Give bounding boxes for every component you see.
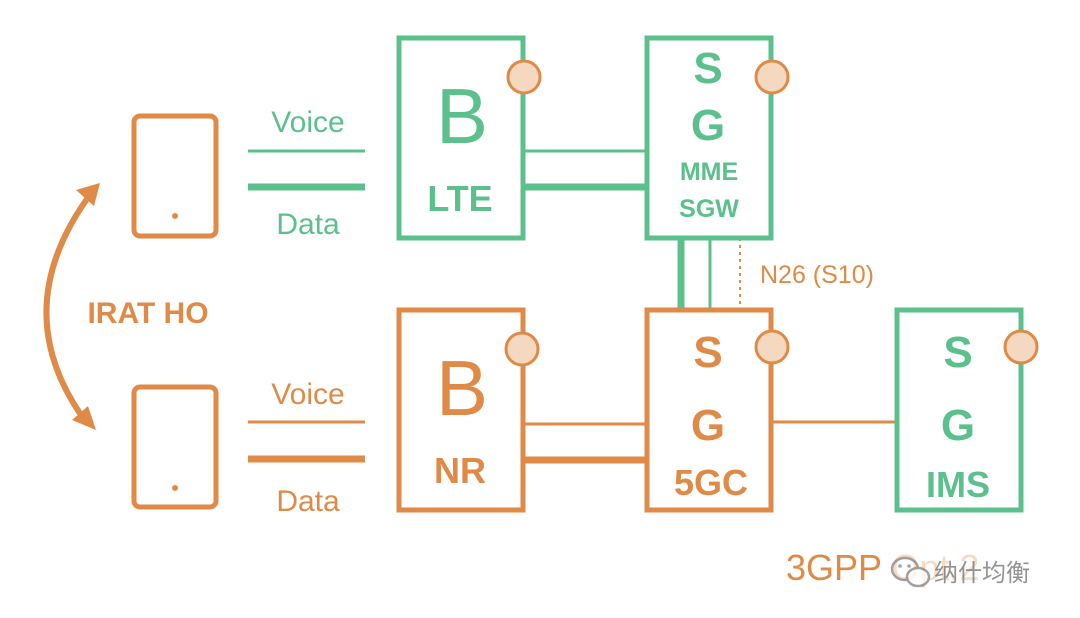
fivegc-s-letter: S	[693, 328, 722, 377]
fivegc-g-letter: G	[691, 401, 725, 450]
watermark-text: 纳什均衡	[934, 559, 1030, 587]
enb-lte-letter: B	[436, 72, 488, 160]
epc-g-letter: G	[691, 101, 725, 150]
enb-lte-label: LTE	[427, 178, 492, 219]
epc-node-circle	[754, 59, 790, 95]
irat-handover-arrow	[43, 183, 100, 430]
ims-label: IMS	[926, 464, 990, 505]
wechat-icon	[890, 556, 931, 588]
ue-bottom-data-label: Data	[276, 485, 340, 518]
ue-device-top	[131, 113, 219, 239]
ue-bottom-voice-label: Voice	[271, 378, 344, 411]
epc-mme-sgw-box	[644, 35, 790, 241]
gnb-nr-letter: B	[436, 344, 488, 432]
ims-g-letter: G	[941, 401, 975, 450]
watermark: 纳什均衡	[884, 553, 1064, 591]
gnb-nr-node-circle	[504, 331, 540, 367]
epc-label-sgw: SGW	[679, 195, 739, 223]
ue-top-data-label: Data	[276, 208, 340, 241]
irat-ho-label: IRAT HO	[87, 297, 208, 330]
gnb-nr-box	[396, 307, 540, 513]
ims-node-circle	[1003, 329, 1039, 365]
fivegc-label: 5GC	[674, 462, 748, 503]
enb-lte-box	[396, 35, 542, 241]
ue-top-voice-label: Voice	[271, 106, 344, 139]
n26-interface-label: N26 (S10)	[760, 261, 874, 289]
ims-s-letter: S	[943, 328, 972, 377]
gnb-nr-label: NR	[434, 450, 486, 491]
epc-label-mme: MME	[680, 158, 738, 186]
epc-s-letter: S	[693, 44, 722, 93]
fivegc-box	[644, 307, 790, 513]
ims-box	[894, 307, 1039, 513]
fivegc-node-circle	[754, 329, 790, 365]
ue-device-bottom	[131, 384, 219, 510]
enb-lte-node-circle	[506, 59, 542, 95]
